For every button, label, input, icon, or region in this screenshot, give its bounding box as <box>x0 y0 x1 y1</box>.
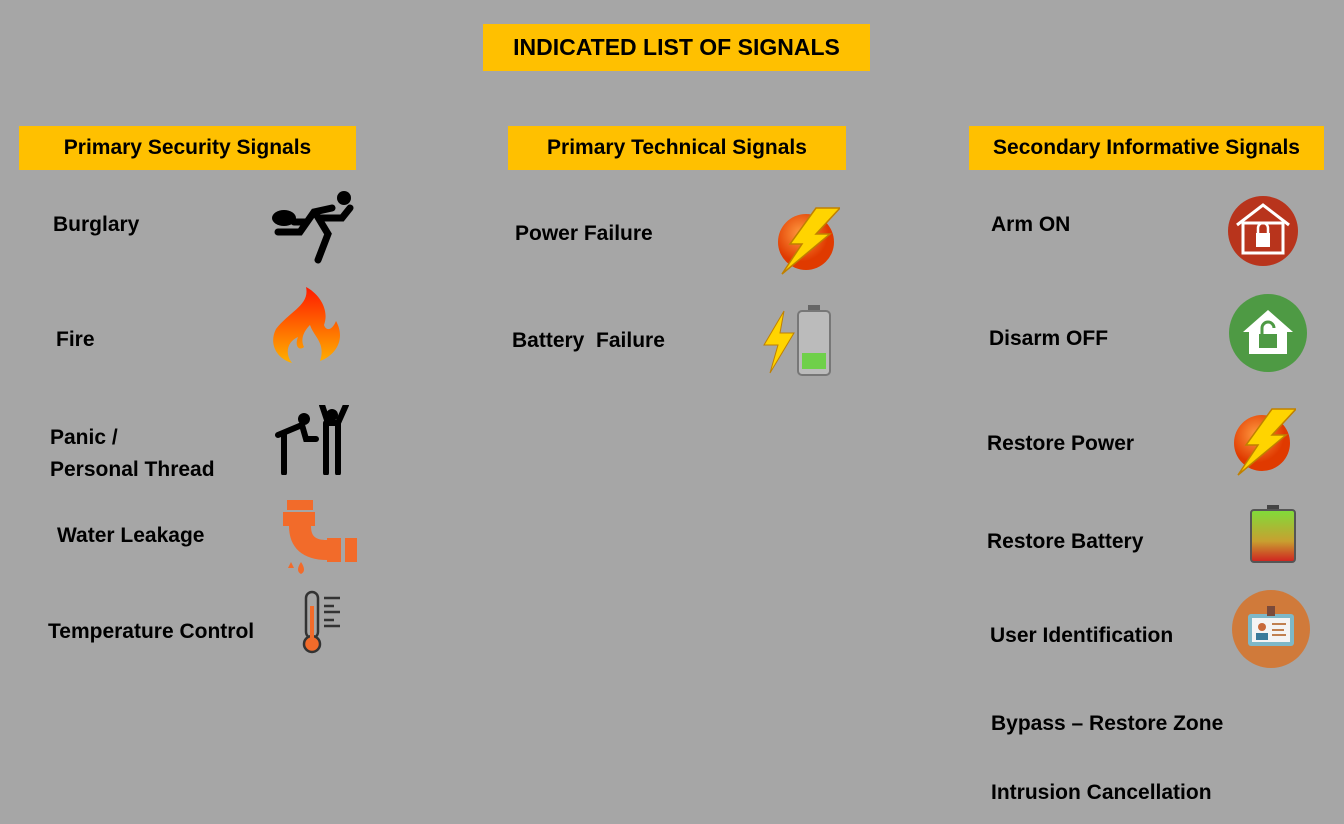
signal-disarm-off: Disarm OFF <box>989 327 1109 350</box>
low-battery-icon <box>763 305 831 376</box>
thermometer-icon <box>302 590 340 654</box>
id-badge-icon <box>1232 590 1310 668</box>
signal-panic-line2: Personal Thread <box>50 458 215 481</box>
signal-panic-line1: Panic / <box>50 426 118 449</box>
signal-burglary: Burglary <box>53 213 140 236</box>
leaking-pipe-icon <box>283 500 357 574</box>
page-title: INDICATED LIST OF SIGNALS <box>483 24 870 71</box>
full-battery-icon <box>1250 505 1296 563</box>
house-unlock-icon <box>1229 294 1307 372</box>
hold-up-icon <box>275 405 349 475</box>
signal-bypass-restore-zone: Bypass – Restore Zone <box>991 712 1224 735</box>
house-lock-icon <box>1228 196 1298 266</box>
column-header-technical: Primary Technical Signals <box>508 126 846 170</box>
lightning-icon <box>1232 407 1296 477</box>
signal-battery-failure: Battery Failure <box>512 329 665 352</box>
signal-restore-battery: Restore Battery <box>987 530 1144 553</box>
signal-user-identification: User Identification <box>990 624 1174 647</box>
signal-intrusion-cancellation: Intrusion Cancellation <box>991 781 1212 804</box>
signal-power-failure: Power Failure <box>515 222 653 245</box>
fire-icon <box>273 287 341 363</box>
signal-arm-on: Arm ON <box>991 213 1071 236</box>
signal-restore-power: Restore Power <box>987 432 1135 455</box>
signal-water-leakage: Water Leakage <box>57 524 205 547</box>
lightning-icon <box>776 206 840 276</box>
running-thief-icon <box>272 191 354 264</box>
signal-temperature-control: Temperature Control <box>48 620 255 643</box>
column-header-informative: Secondary Informative Signals <box>969 126 1324 170</box>
signal-fire: Fire <box>56 328 95 351</box>
column-header-security: Primary Security Signals <box>19 126 356 170</box>
